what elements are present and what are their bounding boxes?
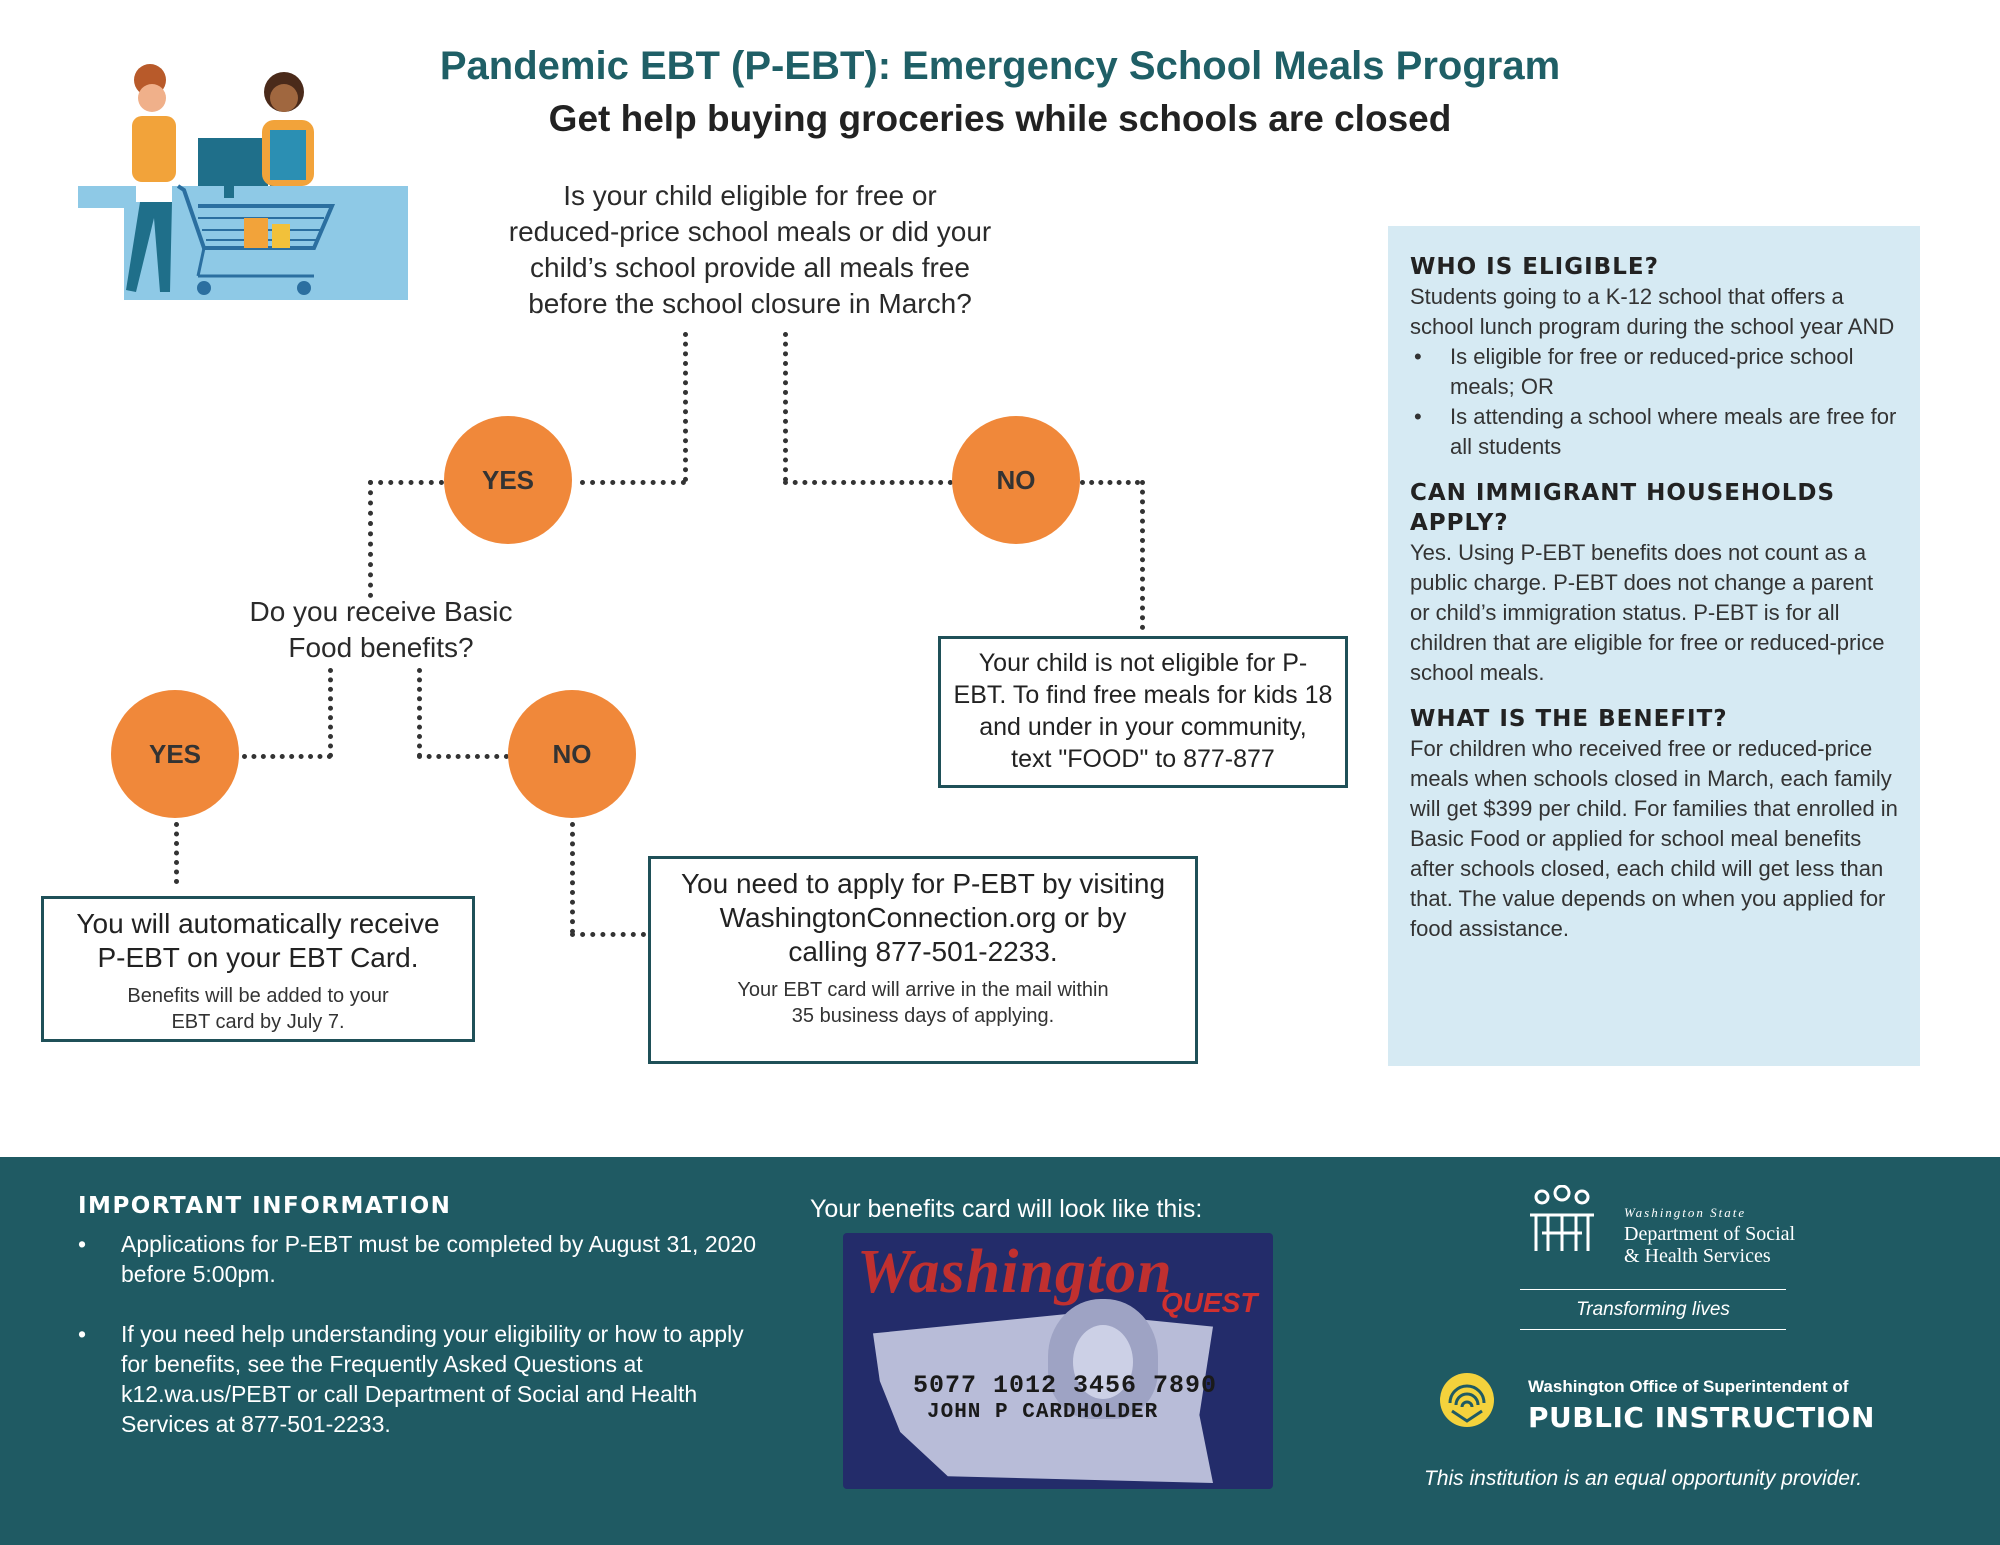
box-line: text "FOOD" to 877-877 xyxy=(1011,745,1275,773)
no-circle: NO xyxy=(508,690,636,818)
connector-line xyxy=(570,932,646,937)
card-brand-quest: QUEST xyxy=(1161,1287,1258,1318)
dshs-tagline: Transforming lives xyxy=(1576,1299,1730,1320)
question-line: Food benefits? xyxy=(288,632,474,663)
question-line: Is your child eligible for free or xyxy=(563,180,937,211)
dshs-line2: & Health Services xyxy=(1624,1245,1771,1267)
box-line: You will automatically receive xyxy=(76,908,440,939)
connector-line xyxy=(580,480,686,485)
question-line: child’s school provide all meals free xyxy=(530,252,970,283)
card-brand: Washington xyxy=(857,1238,1173,1306)
connector-line xyxy=(783,332,788,482)
connector-line xyxy=(783,480,953,485)
apply-main: You need to apply for P-EBT by visiting … xyxy=(661,867,1185,969)
list-item: If you need help understanding your elig… xyxy=(78,1319,758,1439)
auto-receive-main: You will automatically receive P-EBT on … xyxy=(54,907,462,975)
box-line: You need to apply for P-EBT by visiting xyxy=(680,868,1166,899)
connector-line xyxy=(417,754,509,759)
connector-line xyxy=(242,754,332,759)
question-line: before the school closure in March? xyxy=(528,288,972,319)
immigrant-heading: CAN IMMIGRANT HOUSEHOLDS APPLY? xyxy=(1410,480,1836,536)
divider xyxy=(1520,1289,1786,1290)
box-line: Your EBT card will arrive in the mail wi… xyxy=(737,979,1109,1001)
portrait-face-icon xyxy=(1073,1325,1133,1399)
card-number: 5077 1012 3456 7890 xyxy=(913,1371,1218,1400)
question-line: reduced-price school meals or did your xyxy=(508,216,992,247)
yes-circle: YES xyxy=(111,690,239,818)
connector-line xyxy=(1080,480,1140,485)
card-caption: Your benefits card will look like this: xyxy=(810,1195,1203,1223)
divider xyxy=(1520,1329,1786,1330)
auto-receive-sub: Benefits will be added to your EBT card … xyxy=(54,983,462,1035)
apply-sub: Your EBT card will arrive in the mail wi… xyxy=(661,977,1185,1029)
who-eligible-list: Is eligible for free or reduced-price sc… xyxy=(1410,342,1898,462)
important-info-heading: IMPORTANT INFORMATION xyxy=(78,1193,452,1219)
dshs-logo-icon xyxy=(1530,1185,1594,1251)
grocery-checkout-illustration xyxy=(78,64,408,300)
important-info-list: Applications for P-EBT must be completed… xyxy=(78,1229,758,1469)
card-holder: JOHN P CARDHOLDER xyxy=(927,1401,1159,1424)
ospi-logo-icon xyxy=(1440,1373,1494,1427)
list-item: Applications for P-EBT must be completed… xyxy=(78,1229,758,1289)
eligibility-sidebar: WHO IS ELIGIBLE? Students going to a K-1… xyxy=(1388,226,1920,1066)
box-line: and under in your community, xyxy=(979,713,1307,741)
connector-line xyxy=(174,822,179,884)
box-line: EBT. To find free meals for kids 18 xyxy=(953,681,1333,709)
benefit-heading: WHAT IS THE BENEFIT? xyxy=(1410,706,1728,732)
benefit-text: For children who received free or reduce… xyxy=(1410,736,1898,941)
question-line: Do you receive Basic xyxy=(249,596,513,627)
page-title: Pandemic EBT (P-EBT): Emergency School M… xyxy=(439,44,1561,88)
who-eligible-text: Students going to a K-12 school that off… xyxy=(1410,284,1895,339)
connector-line xyxy=(570,822,575,934)
box-line: P-EBT on your EBT Card. xyxy=(97,942,419,973)
connector-line xyxy=(368,480,444,485)
box-line: calling 877-501-2233. xyxy=(788,936,1058,967)
yes-circle: YES xyxy=(444,416,572,544)
connector-line xyxy=(683,332,688,482)
list-item: Is attending a school where meals are fr… xyxy=(1410,402,1898,462)
page-subtitle: Get help buying groceries while schools … xyxy=(548,98,1452,139)
box-line: EBT card by July 7. xyxy=(171,1011,345,1033)
connector-line xyxy=(417,668,422,758)
no-circle: NO xyxy=(952,416,1080,544)
who-eligible-heading: WHO IS ELIGIBLE? xyxy=(1410,254,1659,280)
ospi-line2: PUBLIC INSTRUCTION xyxy=(1528,1401,1875,1434)
auto-receive-box: You will automatically receive P-EBT on … xyxy=(41,896,475,1042)
box-line: 35 business days of applying. xyxy=(791,1005,1055,1027)
immigrant-text: Yes. Using P-EBT benefits does not count… xyxy=(1410,540,1885,685)
apply-box: You need to apply for P-EBT by visiting … xyxy=(648,856,1198,1064)
ebt-card-image: Washington QUEST 5077 1012 3456 7890 JOH… xyxy=(843,1233,1273,1489)
ospi-line1: Washington Office of Superintendent of xyxy=(1528,1377,1849,1396)
box-line: Benefits will be added to your xyxy=(127,985,389,1007)
eligibility-question: Is your child eligible for free or reduc… xyxy=(420,178,1080,322)
box-line: WashingtonConnection.org or by xyxy=(719,902,1127,933)
not-eligible-main: Your child is not eligible for P- EBT. T… xyxy=(951,647,1335,775)
box-line: Your child is not eligible for P- xyxy=(978,649,1308,677)
not-eligible-box: Your child is not eligible for P- EBT. T… xyxy=(938,636,1348,788)
list-item: Is eligible for free or reduced-price sc… xyxy=(1410,342,1898,402)
connector-line xyxy=(328,668,333,758)
connector-line xyxy=(368,480,373,598)
connector-line xyxy=(1140,480,1145,630)
equal-opportunity-statement: This institution is an equal opportunity… xyxy=(1424,1467,1863,1490)
dshs-line1: Department of Social xyxy=(1624,1223,1796,1245)
basic-food-question: Do you receive Basic Food benefits? xyxy=(220,594,542,666)
dshs-state: Washington State xyxy=(1624,1205,1747,1220)
